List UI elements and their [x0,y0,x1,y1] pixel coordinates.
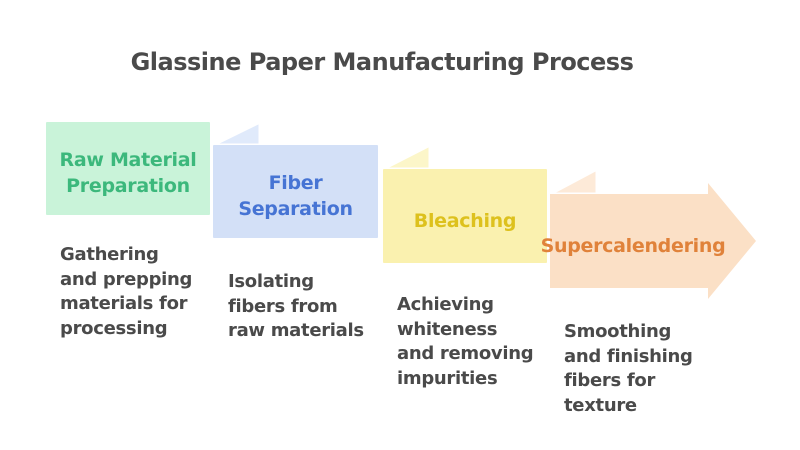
step-description-line: processing [60,317,168,339]
step-description-line: impurities [397,367,498,389]
step-fold-supercalendering [548,167,599,196]
step-label-line: Raw Material [59,149,197,171]
step-panel-fiber-separation [213,145,378,238]
diagram-title: Glassine Paper Manufacturing Process [130,48,634,76]
step-description-line: fibers from [228,295,338,317]
step-fold-fiber-separation [211,120,262,147]
step-label-line: Supercalendering [540,234,726,257]
step-description-line: and removing [397,343,534,364]
step-description-bleaching: Achieving whiteness and removing impurities [397,293,534,391]
step-description-line: raw materials [228,320,364,341]
step-description-line: Smoothing [564,321,672,342]
step-fold-bleaching [381,143,432,171]
step-description-line: texture [564,394,637,416]
step-description-raw-material-preparation: Gathering and prepping materials for proces… [60,243,192,341]
step-description-line: Gathering [60,244,159,265]
step-description-line: and finishing [564,345,693,367]
step-description-line: and prepping [60,268,193,290]
step-description-line: whiteness [397,318,498,340]
step-label-line: Bleaching [413,209,517,232]
step-label-line: Separation [238,198,353,220]
step-description-fiber-separation: Isolating fibers from raw materials [228,270,364,344]
step-panel-bleaching [383,169,547,263]
step-label-bleaching: Bleaching [383,169,547,263]
step-description-line: Achieving [397,294,494,315]
step-panel-raw-material-preparation [46,122,210,215]
step-description-line: fibers for [564,370,656,391]
step-description-line: materials for [60,293,188,314]
step-label-supercalendering: Supercalendering [528,194,738,288]
step-label-line: Preparation [66,175,190,197]
step-label-line: Fiber [268,172,323,194]
step-description-supercalendering: Smoothing and finishing fibers for texture [564,320,693,418]
step-arrow-supercalendering [550,183,756,299]
step-description-line: Isolating [228,271,314,292]
